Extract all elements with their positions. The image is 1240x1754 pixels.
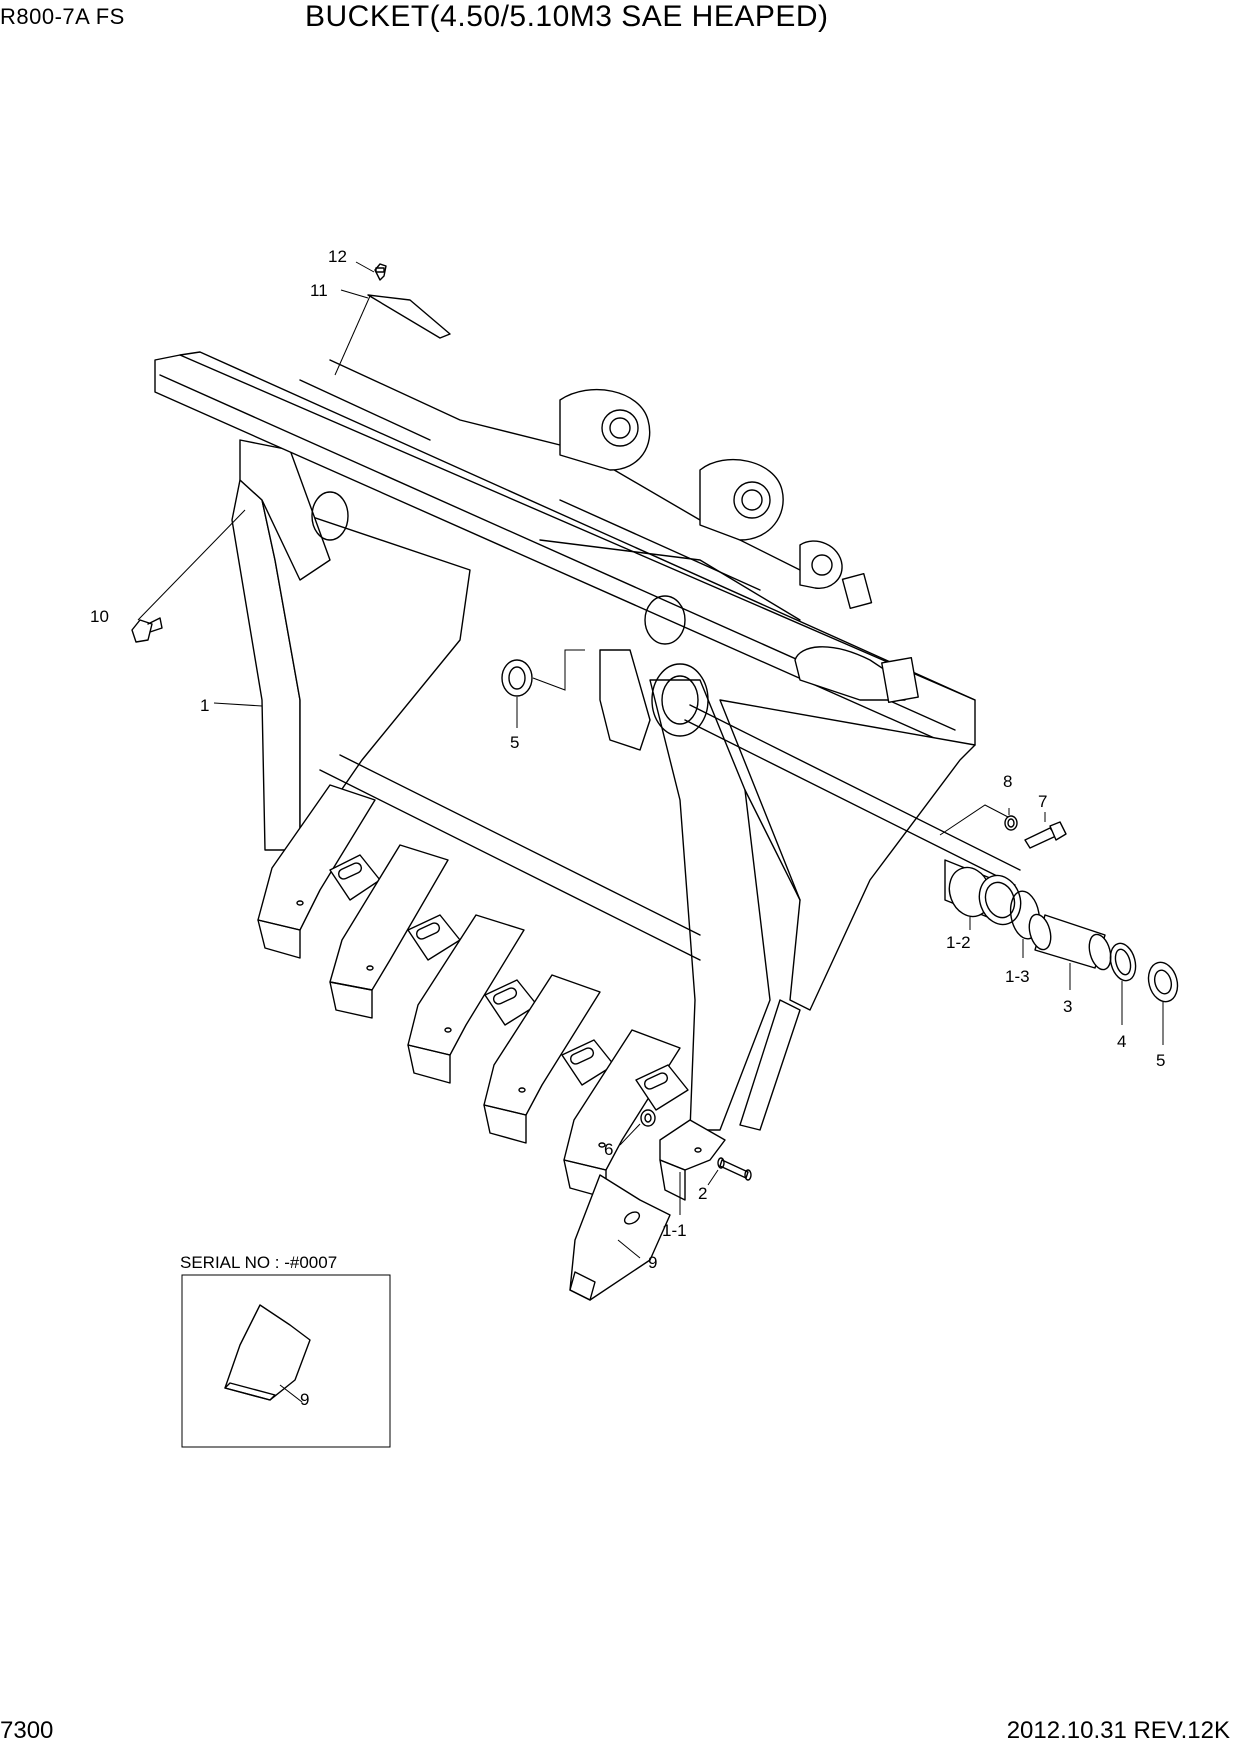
callout-1: 1 — [200, 696, 209, 715]
part-2-pin — [717, 1157, 752, 1181]
serial-inset: SERIAL NO : -#0007 9 — [180, 1253, 391, 1448]
callout-labels: 12 11 10 1 5 8 7 1-2 1-3 3 4 5 6 2 1-1 9 — [90, 247, 1165, 1272]
part-5-shim-left — [501, 659, 533, 697]
part-10-fitting — [131, 617, 163, 643]
part-12-bolt — [374, 263, 387, 281]
revision-date: 2012.10.31 REV.12K — [1006, 1717, 1230, 1744]
callout-5-left: 5 — [510, 733, 519, 752]
page-title: BUCKET(4.50/5.10M3 SAE HEAPED) — [305, 0, 829, 33]
model-code: R800-7A FS — [0, 4, 125, 29]
callout-5-right: 5 — [1156, 1051, 1165, 1070]
callout-12: 12 — [328, 247, 347, 266]
callout-1-1: 1-1 — [662, 1221, 687, 1240]
part-6-retainer — [640, 1109, 656, 1127]
bucket-body — [154, 351, 976, 1131]
callout-6: 6 — [604, 1140, 613, 1159]
leader-lines — [137, 261, 1164, 1259]
callout-7: 7 — [1038, 792, 1047, 811]
part-8-washer — [1004, 815, 1018, 831]
callout-1-3: 1-3 — [1005, 967, 1030, 986]
part-5-shim-right — [1147, 961, 1179, 1003]
part-1-3-o-ring — [1009, 890, 1041, 940]
callout-8: 8 — [1003, 772, 1012, 791]
callout-2: 2 — [698, 1184, 707, 1203]
callout-9: 9 — [648, 1253, 657, 1272]
inset-callout-9: 9 — [300, 1390, 309, 1409]
callout-11: 11 — [310, 281, 328, 300]
page-number: 7300 — [0, 1717, 54, 1744]
part-3-pin — [1028, 913, 1112, 971]
callout-4: 4 — [1117, 1032, 1126, 1051]
inset-label: SERIAL NO : -#0007 — [180, 1253, 337, 1272]
callout-3: 3 — [1063, 997, 1072, 1016]
part-11-plate — [367, 294, 451, 339]
teeth-row — [257, 784, 726, 1201]
part-7-bolt — [1024, 821, 1067, 849]
callout-1-2: 1-2 — [946, 933, 971, 952]
part-9-tooth-point — [569, 1174, 671, 1301]
part-4-ring — [1109, 942, 1137, 982]
callout-10: 10 — [90, 607, 109, 626]
